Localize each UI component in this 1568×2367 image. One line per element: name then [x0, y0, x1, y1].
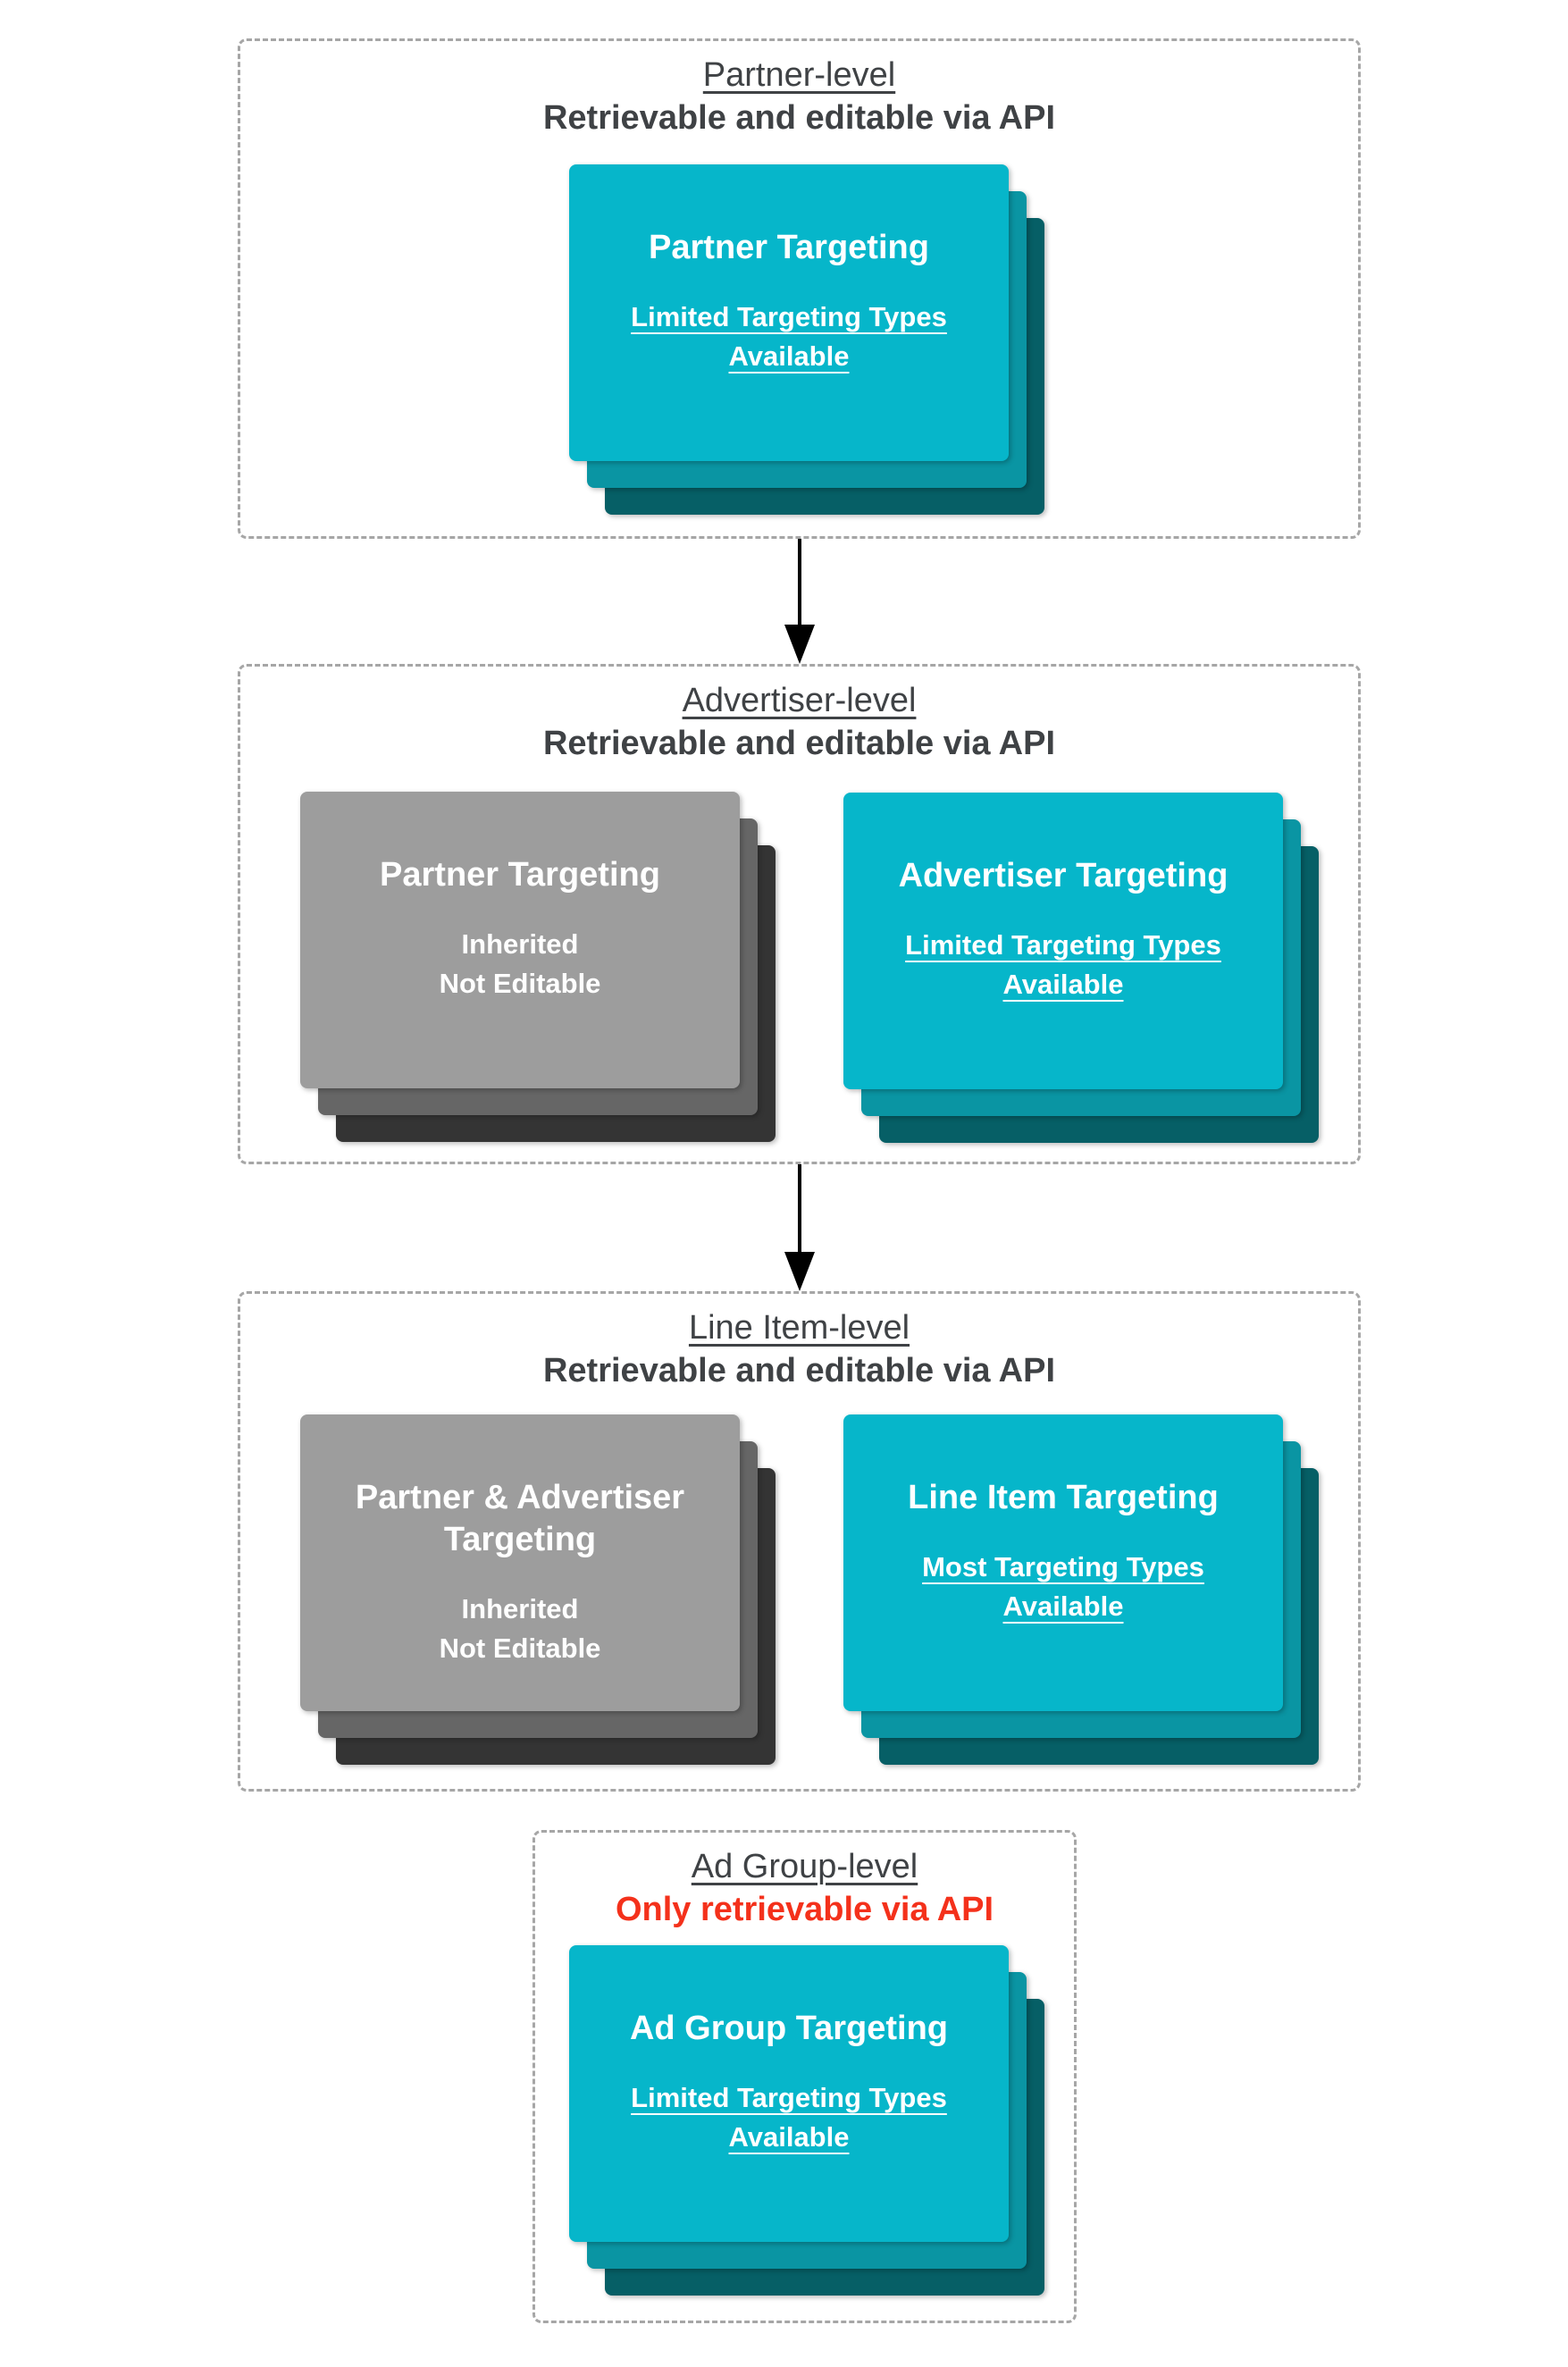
section-subtitle: Retrievable and editable via API — [542, 1352, 1056, 1389]
card-stack-partner-targeting: Partner Targeting Limited Targeting Type… — [569, 164, 1044, 515]
card-title: Advertiser Targeting — [898, 857, 1228, 894]
card-advertiser-targeting: Advertiser Targeting Limited Targeting T… — [843, 793, 1283, 1089]
card-title: Partner Targeting — [380, 856, 660, 894]
section-subtitle: Retrievable and editable via API — [542, 725, 1056, 762]
card-body: Inherited Not Editable — [440, 1590, 601, 1668]
card-stack-advertiser-targeting: Advertiser Targeting Limited Targeting T… — [843, 793, 1319, 1143]
section-title: Partner-level — [702, 56, 896, 94]
card-body-line: Most Targeting Types — [922, 1551, 1204, 1582]
section-title: Line Item-level — [688, 1309, 910, 1347]
card-stack-line-item-targeting: Line Item Targeting Most Targeting Types… — [843, 1414, 1319, 1765]
section-subtitle-red: Only retrievable via API — [615, 1891, 994, 1928]
section-subtitle: Retrievable and editable via API — [542, 99, 1056, 137]
section-ad-group-level: Ad Group-level Only retrievable via API … — [532, 1830, 1077, 2323]
card-line-item-targeting: Line Item Targeting Most Targeting Types… — [843, 1414, 1283, 1711]
card-body-line: Not Editable — [439, 1633, 601, 1664]
flow-arrow-down-icon — [784, 625, 815, 664]
card-partner-targeting-inherited: Partner Targeting Inherited Not Editable — [300, 792, 740, 1088]
card-body-line: Limited Targeting Types — [631, 2082, 947, 2113]
card-body-line: Not Editable — [439, 968, 601, 999]
card-title: Partner Targeting — [649, 229, 929, 266]
card-stack-partner-advertiser-targeting: Partner & Advertiser Targeting Inherited… — [300, 1414, 776, 1765]
card-body-line: Inherited — [461, 928, 579, 960]
card-body-line: Available — [1002, 969, 1124, 1000]
section-advertiser-level: Advertiser-level Retrievable and editabl… — [238, 664, 1361, 1164]
card-ad-group-targeting: Ad Group Targeting Limited Targeting Typ… — [569, 1945, 1009, 2242]
card-title: Ad Group Targeting — [629, 2010, 949, 2047]
section-partner-level: Partner-level Retrievable and editable v… — [238, 38, 1361, 539]
card-body: Limited Targeting Types Available — [631, 2078, 947, 2157]
section-line-item-level: Line Item-level Retrievable and editable… — [238, 1291, 1361, 1792]
card-body: Most Targeting Types Available — [922, 1548, 1204, 1626]
card-title: Partner & Advertiser Targeting — [355, 1479, 685, 1558]
card-body-line: Limited Targeting Types — [905, 929, 1221, 961]
card-body-line: Available — [1002, 1591, 1124, 1622]
card-stack-partner-targeting-inherited: Partner Targeting Inherited Not Editable — [300, 792, 776, 1142]
card-body: Limited Targeting Types Available — [631, 298, 947, 376]
card-body-line: Limited Targeting Types — [631, 301, 947, 332]
card-body-line: Available — [728, 2121, 850, 2153]
section-title: Advertiser-level — [682, 682, 917, 719]
card-stack-ad-group-targeting: Ad Group Targeting Limited Targeting Typ… — [569, 1945, 1044, 2296]
card-body: Inherited Not Editable — [440, 925, 601, 1003]
flow-arrow-shaft — [798, 539, 801, 630]
card-partner-advertiser-targeting: Partner & Advertiser Targeting Inherited… — [300, 1414, 740, 1711]
card-body-line: Available — [728, 340, 850, 372]
card-body-line: Inherited — [461, 1593, 579, 1624]
card-title: Line Item Targeting — [908, 1479, 1219, 1516]
card-body: Limited Targeting Types Available — [905, 926, 1221, 1004]
card-partner-targeting: Partner Targeting Limited Targeting Type… — [569, 164, 1009, 461]
flow-arrow-down-icon — [784, 1252, 815, 1291]
section-title: Ad Group-level — [691, 1848, 918, 1885]
flow-arrow-shaft — [798, 1164, 801, 1254]
